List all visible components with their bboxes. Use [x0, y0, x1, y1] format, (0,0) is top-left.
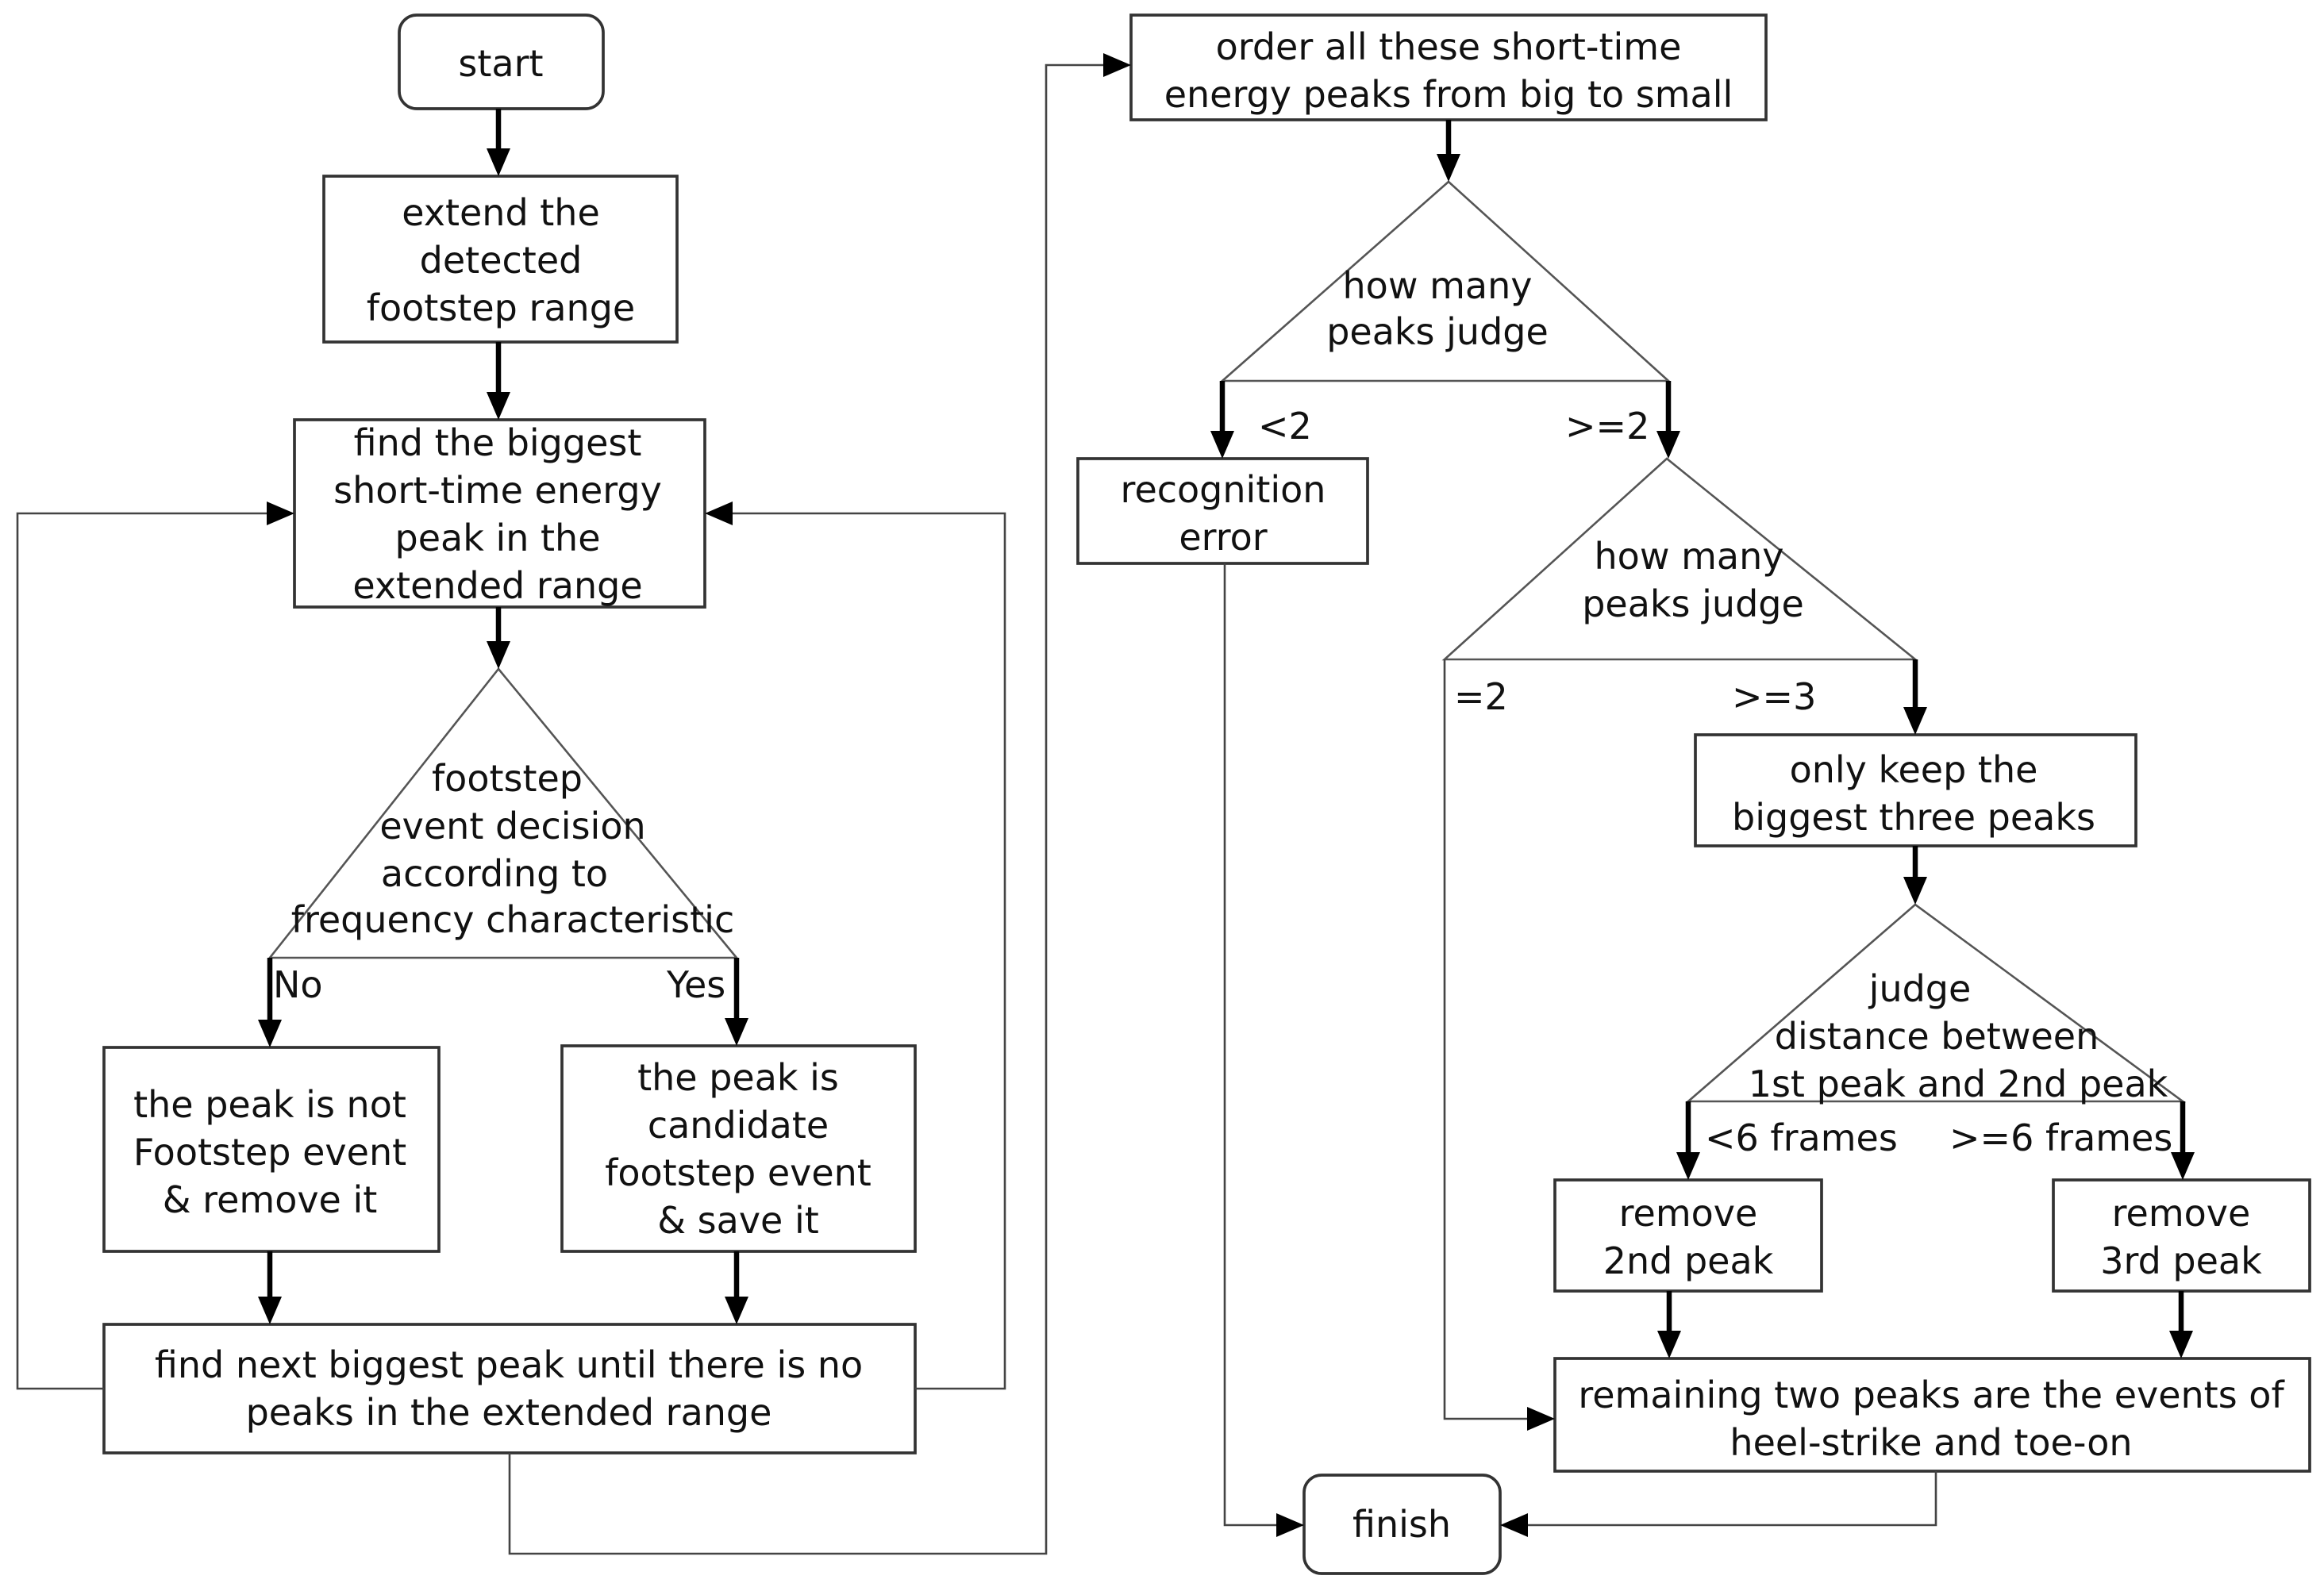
edge-label-yes: Yes: [666, 963, 725, 1006]
edge-label-eq2: =2: [1454, 675, 1508, 718]
find-next-line2: peaks in the extended range: [246, 1391, 772, 1434]
connector-remove-2nd-to-remaining: [1657, 1291, 1681, 1358]
order-peaks-line2: energy peaks from big to small: [1164, 73, 1733, 116]
connector-find-biggest-to-decision: [487, 607, 510, 669]
peaks-judge-triangle-1: how many peaks judge: [1219, 180, 1672, 382]
candidate-line2: candidate: [648, 1104, 829, 1147]
remove-3rd-line1: remove: [2112, 1192, 2251, 1235]
edge-label-ge3: >=3: [1732, 675, 1816, 718]
connector-ge2-branch: [1656, 381, 1680, 459]
peaks-judge-2-line1: how many: [1595, 535, 1784, 578]
connector-ge6-branch: [2171, 1101, 2195, 1180]
remove-2nd-line1: remove: [1619, 1192, 1758, 1235]
connector-start-to-extend: [487, 109, 510, 176]
find-biggest-peak-box: find the biggest short-time energy peak …: [293, 418, 706, 609]
edge-label-lt6-frames: <6 frames: [1705, 1116, 1898, 1159]
connector-remaining-to-finish: [1500, 1471, 1937, 1537]
extend-range-line1: extend the: [402, 191, 600, 234]
edge-label-ge6-frames: >=6 frames: [1949, 1116, 2172, 1159]
candidate-line4: & save it: [657, 1199, 819, 1242]
candidate-footstep-box: the peak is candidate footstep event & s…: [560, 1044, 917, 1253]
extend-range-line2: detected: [420, 239, 583, 282]
distance-judge-line2: distance between: [1775, 1015, 2099, 1058]
connector-eq2-to-remaining: [1443, 659, 1555, 1431]
connector-loop-right: [705, 501, 1006, 1390]
find-next-peak-box: find next biggest peak until there is no…: [102, 1323, 917, 1454]
peaks-judge-1-line1: how many: [1343, 264, 1533, 307]
peaks-judge-triangle-2: how many peaks judge: [1441, 457, 1918, 661]
not-footstep-line3: & remove it: [163, 1178, 378, 1221]
start-node-label: start: [458, 42, 543, 85]
candidate-line3: footstep event: [605, 1151, 872, 1194]
connector-loop-left: [16, 501, 294, 1390]
peaks-judge-1-line2: peaks judge: [1326, 310, 1549, 353]
order-peaks-box: order all these short-time energy peaks …: [1129, 13, 1768, 121]
connector-extend-to-find-biggest: [487, 342, 510, 420]
finish-node-label: finish: [1352, 1503, 1451, 1546]
edge-label-ge2: >=2: [1565, 405, 1649, 448]
find-biggest-line4: extended range: [352, 564, 642, 607]
not-footstep-line2: Footstep event: [133, 1131, 406, 1174]
order-peaks-line1: order all these short-time: [1216, 25, 1682, 68]
keep-three-line2: biggest three peaks: [1732, 796, 2095, 839]
find-next-line1: find next biggest peak until there is no: [155, 1343, 863, 1386]
connector-ge3-branch: [1903, 659, 1927, 735]
not-footstep-box: the peak is not Footstep event & remove …: [102, 1046, 441, 1253]
connector-keep-three-to-distance: [1903, 846, 1927, 905]
recognition-error-line1: recognition: [1121, 468, 1326, 511]
distance-judge-line1: judge: [1868, 967, 1972, 1010]
start-node: start: [398, 13, 605, 110]
recognition-error-box: recognition error: [1076, 457, 1369, 565]
remaining-peaks-box: remaining two peaks are the events of he…: [1553, 1357, 2311, 1473]
edge-label-lt2: <2: [1258, 405, 1312, 448]
connector-no-branch: [258, 958, 282, 1047]
footstep-decision-line3: according to: [381, 852, 608, 895]
remove-3rd-peak-box: remove 3rd peak: [2052, 1178, 2311, 1293]
remaining-line2: heel-strike and toe-on: [1730, 1421, 2132, 1464]
distance-judge-triangle: judge distance between 1st peak and 2nd …: [1685, 903, 2186, 1105]
connector-yes-branch: [725, 958, 748, 1046]
connector-error-to-finish: [1223, 563, 1304, 1537]
connector-remove-3rd-to-remaining: [2169, 1291, 2193, 1358]
distance-judge-line3: 1st peak and 2nd peak: [1749, 1062, 2168, 1105]
extend-range-box: extend the detected footstep range: [322, 175, 679, 344]
connector-order-to-judge-1: [1437, 120, 1460, 182]
not-footstep-line1: the peak is not: [133, 1083, 406, 1126]
find-biggest-line1: find the biggest: [354, 421, 642, 464]
find-biggest-line3: peak in the: [395, 517, 601, 559]
connector-find-next-to-order: [508, 53, 1131, 1555]
edge-label-no: No: [273, 963, 323, 1006]
finish-node: finish: [1302, 1474, 1502, 1575]
remove-3rd-line2: 3rd peak: [2100, 1239, 2262, 1282]
extend-range-line3: footstep range: [367, 286, 635, 329]
connector-candidate-to-find-next: [725, 1251, 748, 1324]
remove-2nd-line2: 2nd peak: [1603, 1239, 1774, 1282]
connector-lt2-branch: [1210, 381, 1234, 459]
connector-not-footstep-to-find-next: [258, 1251, 282, 1324]
footstep-decision-triangle: footstep event decision according to fre…: [267, 667, 739, 959]
recognition-error-line2: error: [1179, 516, 1267, 559]
footstep-decision-line4: frequency characteristic: [291, 898, 734, 941]
connector-lt6-branch: [1676, 1101, 1700, 1180]
peaks-judge-2-line2: peaks judge: [1582, 582, 1804, 625]
footstep-decision-line2: event decision: [379, 805, 645, 847]
footstep-decision-line1: footstep: [432, 757, 583, 800]
keep-three-line1: only keep the: [1790, 748, 2038, 791]
find-biggest-line2: short-time energy: [333, 469, 662, 512]
remaining-line1: remaining two peaks are the events of: [1578, 1374, 2285, 1416]
remove-2nd-peak-box: remove 2nd peak: [1553, 1178, 1823, 1293]
candidate-line1: the peak is: [637, 1056, 839, 1099]
keep-three-peaks-box: only keep the biggest three peaks: [1694, 733, 2137, 847]
